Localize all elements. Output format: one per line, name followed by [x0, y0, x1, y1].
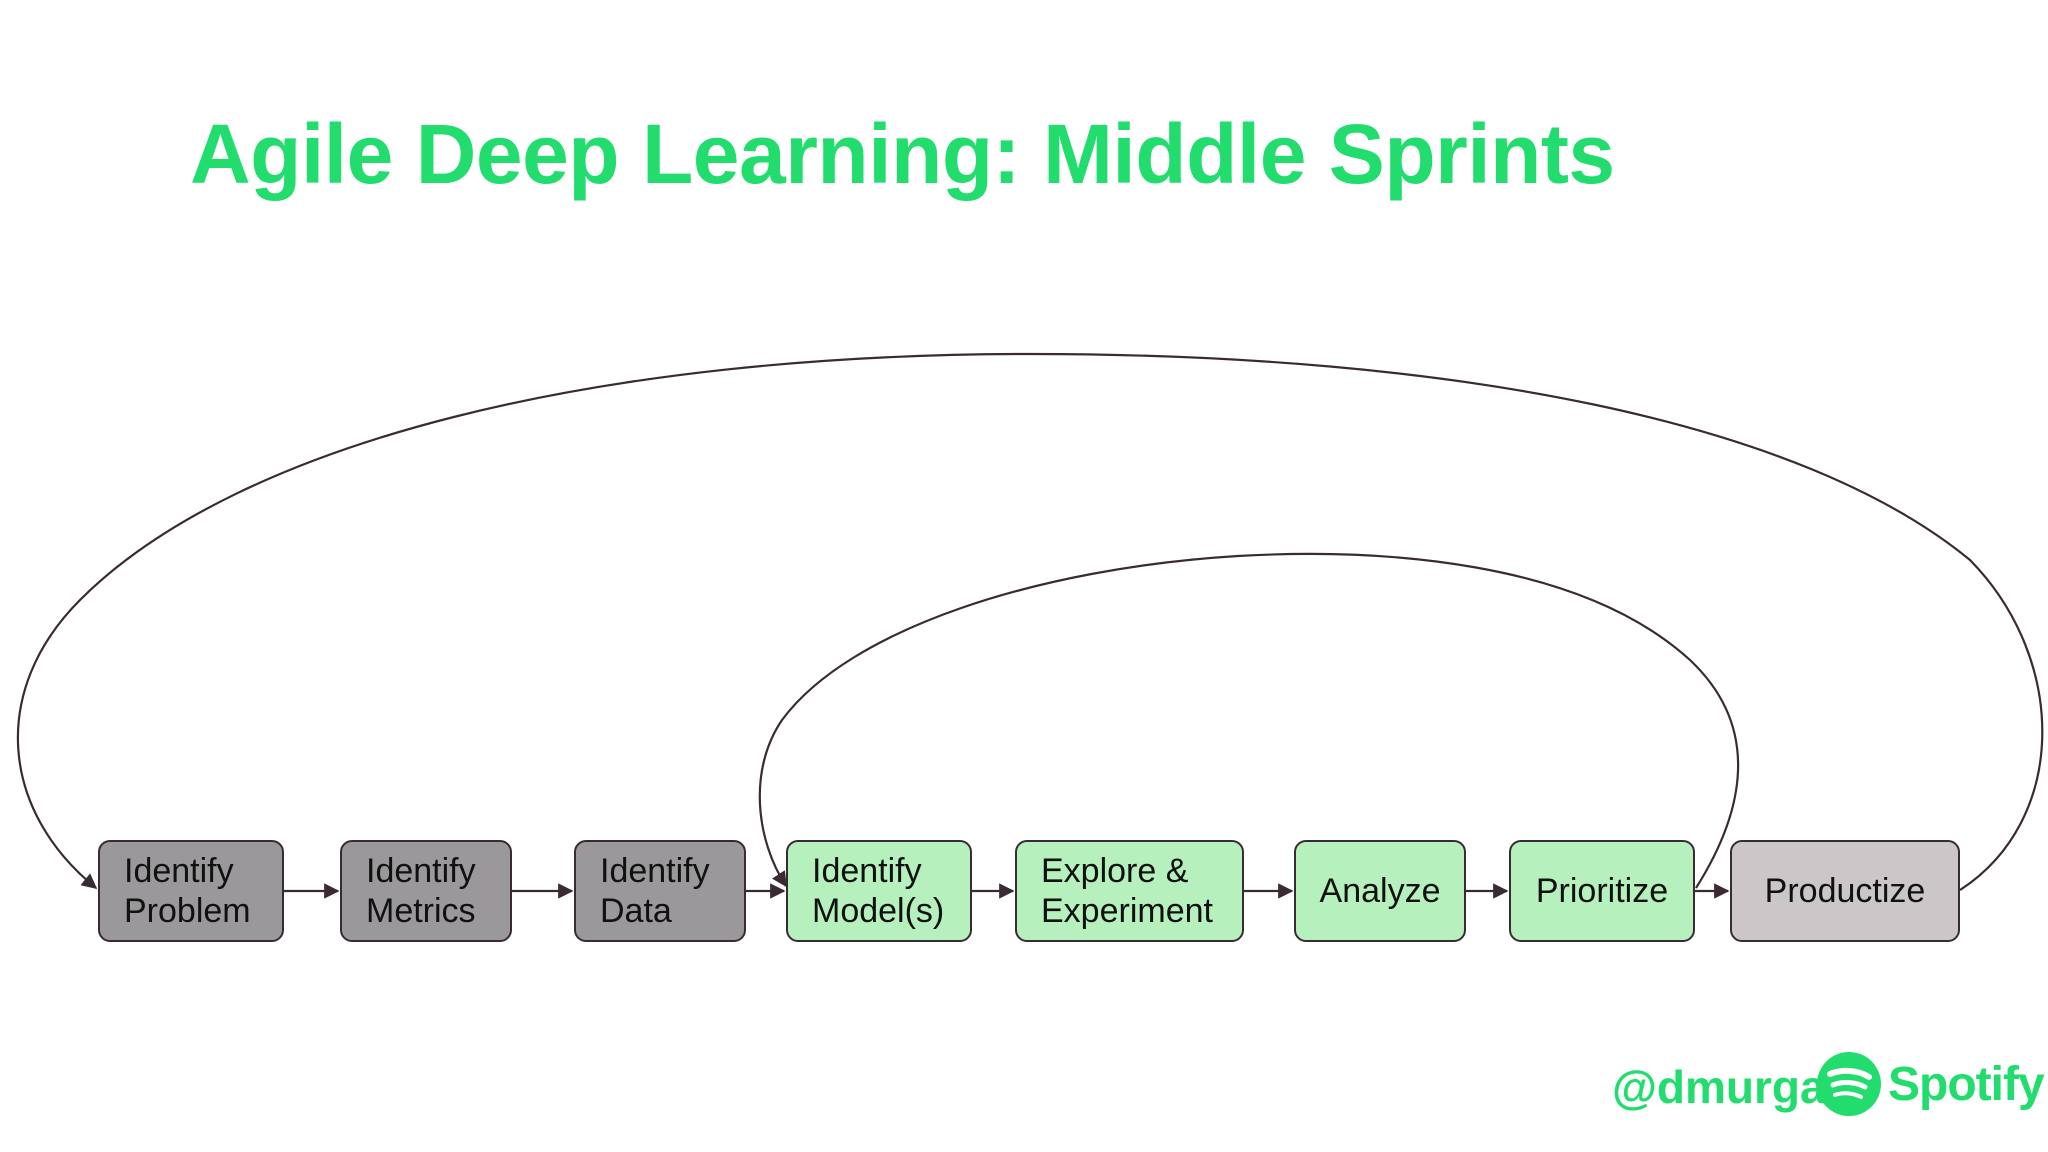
step-identify-data: Identify Data — [574, 840, 746, 942]
step-label: Identify Metrics — [366, 852, 476, 930]
loop-productize-to-problem — [16, 352, 2044, 891]
step-identify-models: Identify Model(s) — [786, 840, 972, 942]
author-handle: @dmurga — [1612, 1061, 1826, 1113]
step-identify-metrics: Identify Metrics — [340, 840, 512, 942]
brand-logo: Spotify — [1816, 1050, 2045, 1118]
brand-name: Spotify — [1888, 1057, 2045, 1111]
step-identify-problem: Identify Problem — [98, 840, 284, 942]
loop-prioritize-to-models — [758, 552, 1740, 889]
step-analyze: Analyze — [1294, 840, 1466, 942]
step-label: Analyze — [1319, 872, 1441, 910]
step-label: Productize — [1764, 872, 1926, 910]
spotify-logo-icon — [1817, 1052, 1881, 1116]
step-prioritize: Prioritize — [1509, 840, 1695, 942]
step-label: Explore & Experiment — [1041, 852, 1213, 930]
step-productize: Productize — [1730, 840, 1960, 942]
step-label: Prioritize — [1535, 872, 1669, 910]
step-label: Identify Data — [600, 852, 710, 930]
step-label: Identify Problem — [124, 852, 251, 930]
step-label: Identify Model(s) — [812, 852, 945, 930]
slide-title: Agile Deep Learning: Middle Sprints — [190, 107, 1615, 201]
step-explore-experiment: Explore & Experiment — [1015, 840, 1244, 942]
